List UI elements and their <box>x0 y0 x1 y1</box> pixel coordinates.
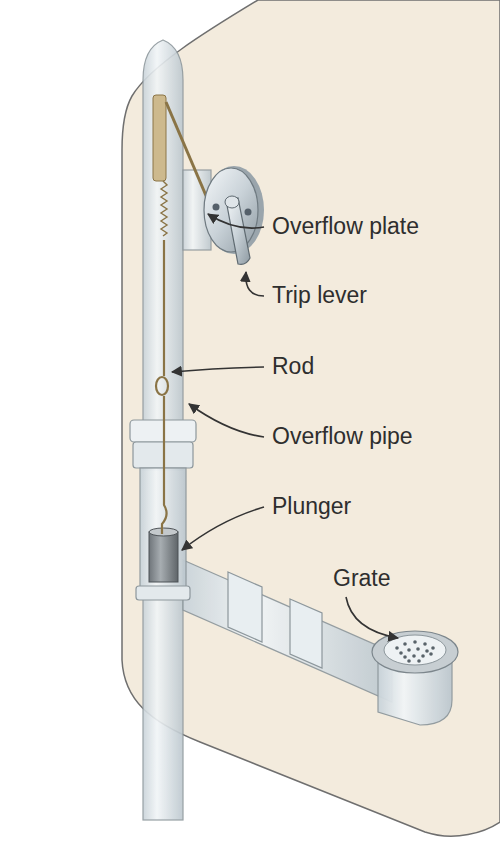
rod <box>163 240 165 376</box>
plunger-top <box>149 528 178 536</box>
branch-coupling <box>290 599 322 668</box>
part-label: Trip lever <box>272 282 367 308</box>
part-label: Overflow pipe <box>272 423 413 449</box>
rod-spring <box>161 181 167 236</box>
plate-screw <box>245 209 252 216</box>
grate-holes <box>395 640 435 663</box>
plunger <box>149 532 178 582</box>
rod <box>162 396 167 534</box>
drain-flange <box>372 631 458 673</box>
leader-line <box>172 367 264 372</box>
drain-branch-pipe <box>183 560 392 702</box>
part-label: Overflow plate <box>272 213 419 239</box>
lever-hub <box>225 196 239 208</box>
tub-wall <box>122 0 500 836</box>
leader-line <box>346 597 398 638</box>
tee-collar <box>136 586 190 600</box>
drain-grate <box>384 635 446 665</box>
linkage-bracket <box>153 95 166 181</box>
rod-hook <box>156 377 168 395</box>
waste-pipe <box>143 590 183 820</box>
leader-line <box>208 214 264 228</box>
leader-line <box>182 507 264 550</box>
part-label: Plunger <box>272 493 351 519</box>
linkage-arm <box>166 102 210 205</box>
part-label: Grate <box>333 565 391 591</box>
plate-screw <box>213 204 220 211</box>
part-label: Rod <box>272 353 314 379</box>
leader-line <box>246 272 264 296</box>
leader-line <box>189 404 264 437</box>
branch-coupling <box>228 572 262 642</box>
